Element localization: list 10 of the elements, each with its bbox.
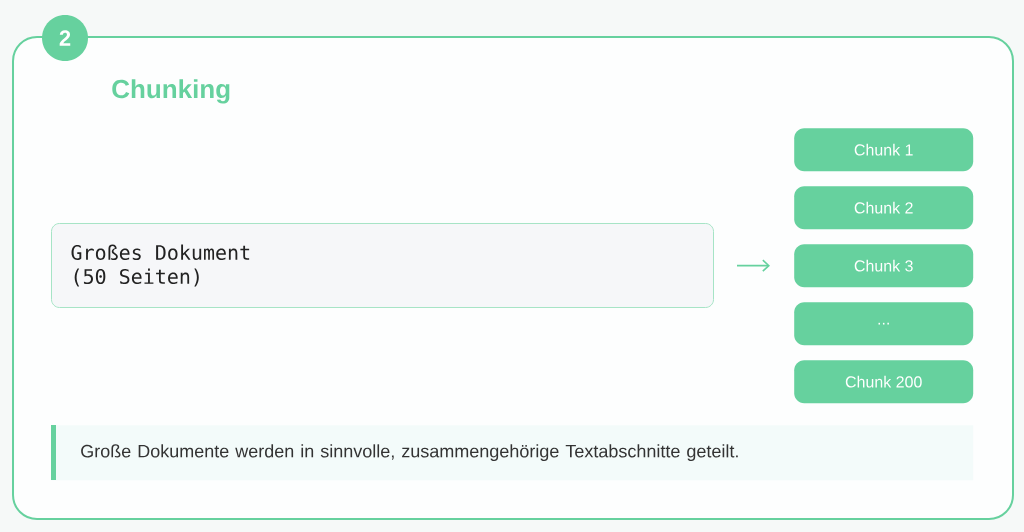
chunk-box: Chunk 1 — [794, 128, 974, 172]
arrow — [736, 259, 770, 272]
chunk-box: Chunk 2 — [794, 186, 974, 230]
chunk-box: ... — [794, 302, 974, 346]
number-badge: 2 — [42, 15, 88, 61]
document-box: Großes Dokument (50 Seiten) — [51, 223, 714, 308]
chunk-box: Chunk 200 — [794, 360, 974, 404]
chunk-box: Chunk 3 — [794, 244, 974, 288]
note-box: Große Dokumente werden in sinnvolle, zusammengehörige Textabschnitte geteilt. — [51, 425, 974, 481]
heading: Chunking — [112, 79, 230, 104]
